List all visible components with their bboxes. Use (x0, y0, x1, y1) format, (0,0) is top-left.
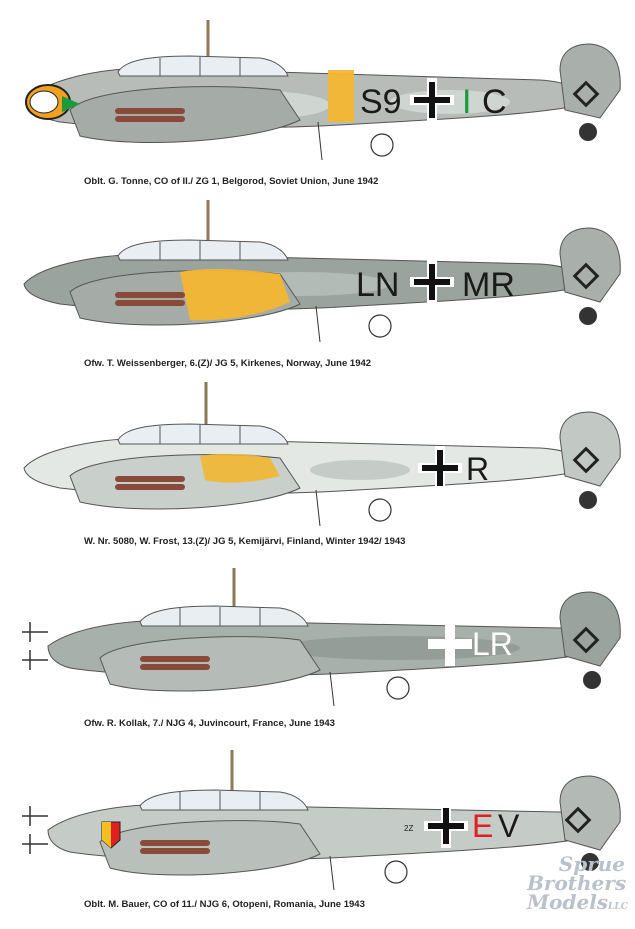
aircraft-illustration-3 (23, 382, 621, 527)
fuselage-code-mid: E (472, 808, 494, 844)
watermark-line-3: ModelsLLC (527, 890, 628, 914)
fuselage-code-left: S9 (360, 83, 402, 121)
aircraft-illustration-1 (25, 20, 621, 161)
sprue-brothers-watermark: Sprue Brothers ModelsLLC (527, 852, 628, 917)
profile-caption: Oblt. G. Tonne, CO of II./ ZG 1, Belgoro… (84, 176, 379, 187)
fuselage-code-mid: I (462, 83, 472, 121)
fuselage-code-right: R (466, 451, 490, 487)
fuselage-code-left: LN (356, 266, 400, 304)
aircraft-illustration-2 (23, 200, 621, 343)
watermark-line-2: Brothers (527, 871, 627, 895)
aircraft-profile-3: R W. Nr. 5080, W. Frost, 13.(Z)/ JG 5, K… (0, 376, 635, 561)
aircraft-profile-5: 2Z E V Oblt. M. Bauer, CO of 11./ NJG 6,… (0, 744, 635, 929)
profile-caption: Ofw. R. Kollak, 7./ NJG 4, Juvincourt, F… (84, 718, 335, 729)
aircraft-illustration-5 (22, 750, 621, 891)
aircraft-illustration-4 (22, 568, 621, 707)
fuselage-code-right: LR (472, 626, 513, 662)
aircraft-profile-4: LR Ofw. R. Kollak, 7./ NJG 4, Juvincourt… (0, 560, 635, 745)
profile-caption: Oblt. M. Bauer, CO of 11./ NJG 6, Otopen… (84, 899, 365, 910)
fuselage-code-left: 2Z (404, 824, 414, 833)
fuselage-code-right: MR (462, 266, 515, 304)
profile-caption: W. Nr. 5080, W. Frost, 13.(Z)/ JG 5, Kem… (84, 536, 406, 547)
fuselage-code-right: V (498, 808, 520, 844)
watermark-line-1: Sprue (558, 852, 625, 876)
aircraft-profile-2: LN MR Ofw. T. Weissenberger, 6.(Z)/ JG 5… (0, 192, 635, 377)
aircraft-profile-1: S9 I C Oblt. G. Tonne, CO of II./ ZG 1, … (0, 10, 635, 195)
fuselage-code-right: C (482, 83, 507, 121)
profile-caption: Ofw. T. Weissenberger, 6.(Z)/ JG 5, Kirk… (84, 358, 372, 369)
